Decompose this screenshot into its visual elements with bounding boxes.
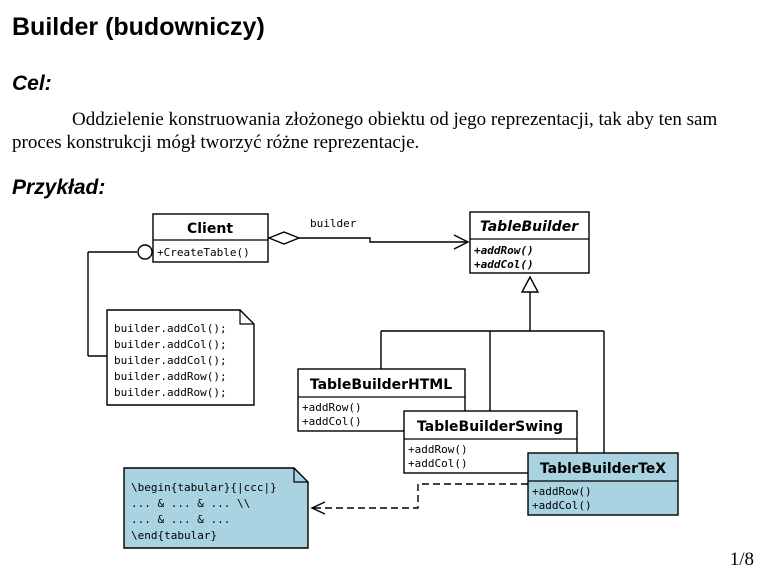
note-line: builder.addCol(); <box>114 338 227 351</box>
table-builder-operation: +addCol() <box>474 258 534 271</box>
tex-note-line: ... & ... & ... \\ <box>131 497 250 510</box>
table-builder-html-class-box: TableBuilderHTML +addRow() +addCol() <box>297 368 466 432</box>
note-line: builder.addRow(); <box>114 370 227 383</box>
client-class-box: Client +CreateTable() <box>152 213 269 263</box>
page-number: 1/8 <box>729 549 754 570</box>
note-dependency-line <box>312 483 528 509</box>
dependency-arrowhead-icon <box>310 501 326 515</box>
note-line: builder.addCol(); <box>114 322 227 335</box>
goal-heading: Cel: <box>12 72 52 95</box>
note-line: builder.addRow(); <box>114 386 227 399</box>
slide-title: Builder (budowniczy) <box>12 13 265 41</box>
tex-operation: +addCol() <box>532 499 592 512</box>
goal-text: Oddzielenie konstruowania złożonego obie… <box>12 109 718 153</box>
generalization-triangle-icon <box>520 275 540 293</box>
aggregation-diamond-icon <box>267 231 301 245</box>
builder-association-line <box>299 237 468 243</box>
interface-lollipop-icon <box>137 244 153 260</box>
table-builder-swing-class-box: TableBuilderSwing +addRow() +addCol() <box>403 410 578 474</box>
example-heading: Przykład: <box>12 176 106 199</box>
swing-operation: +addCol() <box>408 457 468 470</box>
note-line: builder.addCol(); <box>114 354 227 367</box>
client-code-note: builder.addCol(); builder.addCol(); buil… <box>106 309 255 406</box>
html-operation: +addCol() <box>302 415 362 428</box>
table-builder-operation: +addRow() <box>474 244 534 257</box>
client-class-name: Client <box>187 221 233 237</box>
client-operation: +CreateTable() <box>157 246 250 259</box>
tex-operation: +addRow() <box>532 485 592 498</box>
tex-note-line: \end{tabular} <box>131 529 217 542</box>
table-builder-tex-class-name: TableBuilderTeX <box>540 461 666 477</box>
builder-association-label: builder <box>310 217 357 230</box>
swing-operation: +addRow() <box>408 443 468 456</box>
tex-note-line: \begin{tabular}{|ccc|} <box>131 481 277 494</box>
table-builder-html-class-name: TableBuilderHTML <box>310 377 452 393</box>
table-builder-tex-class-box: TableBuilderTeX +addRow() +addCol() <box>527 452 679 516</box>
table-builder-swing-class-name: TableBuilderSwing <box>417 419 563 435</box>
association-arrowhead-icon <box>453 234 470 250</box>
tex-note-line: ... & ... & ... <box>131 513 230 526</box>
html-operation: +addRow() <box>302 401 362 414</box>
tex-code-note: \begin{tabular}{|ccc|} ... & ... & ... \… <box>123 467 309 549</box>
table-builder-class-box: TableBuilder +addRow() +addCol() <box>469 211 590 274</box>
table-builder-class-name: TableBuilder <box>480 219 579 235</box>
